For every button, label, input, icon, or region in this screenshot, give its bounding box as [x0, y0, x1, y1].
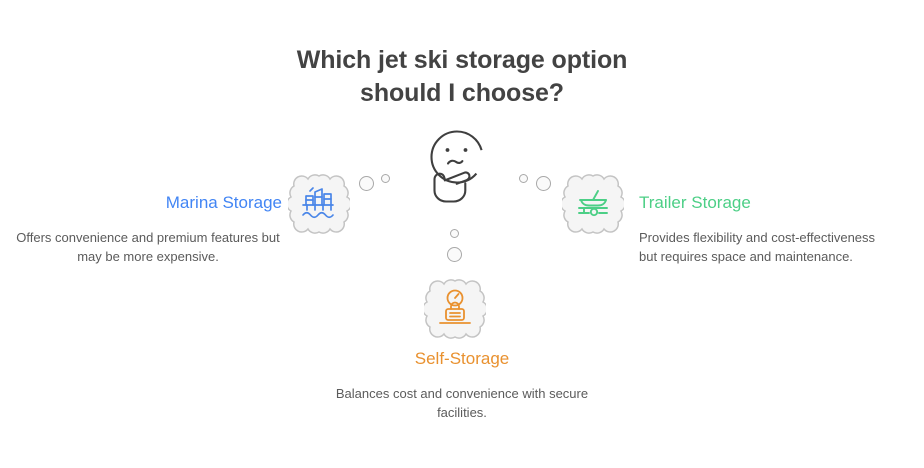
- connector-dot-left-large: [359, 176, 374, 191]
- page-title-line-2: should I choose?: [360, 79, 564, 107]
- marina-storage-description: Offers convenience and premium features …: [16, 230, 280, 264]
- connector-dot-bottom-large: [447, 247, 462, 262]
- connector-dot-bottom-small: [450, 229, 459, 238]
- trailer-storage-description: Provides flexibility and cost-effectiven…: [639, 230, 876, 264]
- marina-storage-title: Marina Storage: [165, 193, 282, 212]
- trailer-storage-bubble[interactable]: [562, 173, 624, 235]
- self-storage-bubble[interactable]: [424, 278, 486, 340]
- marina-storage-text-block: Marina Storage Offers convenience and pr…: [14, 192, 282, 266]
- trailer-storage-title: Trailer Storage: [639, 193, 751, 212]
- page-title-line-1: Which jet ski storage option: [296, 46, 628, 74]
- self-storage-text-block: Self-Storage Balances cost and convenien…: [312, 348, 612, 422]
- marina-storage-bubble[interactable]: [288, 173, 350, 235]
- self-storage-title: Self-Storage: [414, 349, 510, 368]
- connector-dot-left-small: [381, 174, 390, 183]
- connector-dot-right-large: [536, 176, 551, 191]
- thinking-face-icon: [419, 127, 491, 205]
- boat-trailer-icon: [578, 190, 608, 217]
- page-title: Which jet ski storage option should I ch…: [0, 44, 924, 110]
- trailer-storage-text-block: Trailer Storage Provides flexibility and…: [639, 192, 894, 266]
- self-storage-description: Balances cost and convenience with secur…: [335, 386, 589, 420]
- connector-dot-right-small: [519, 174, 528, 183]
- marina-harbor-icon: [302, 187, 334, 219]
- secure-storage-lock-icon: [439, 289, 471, 324]
